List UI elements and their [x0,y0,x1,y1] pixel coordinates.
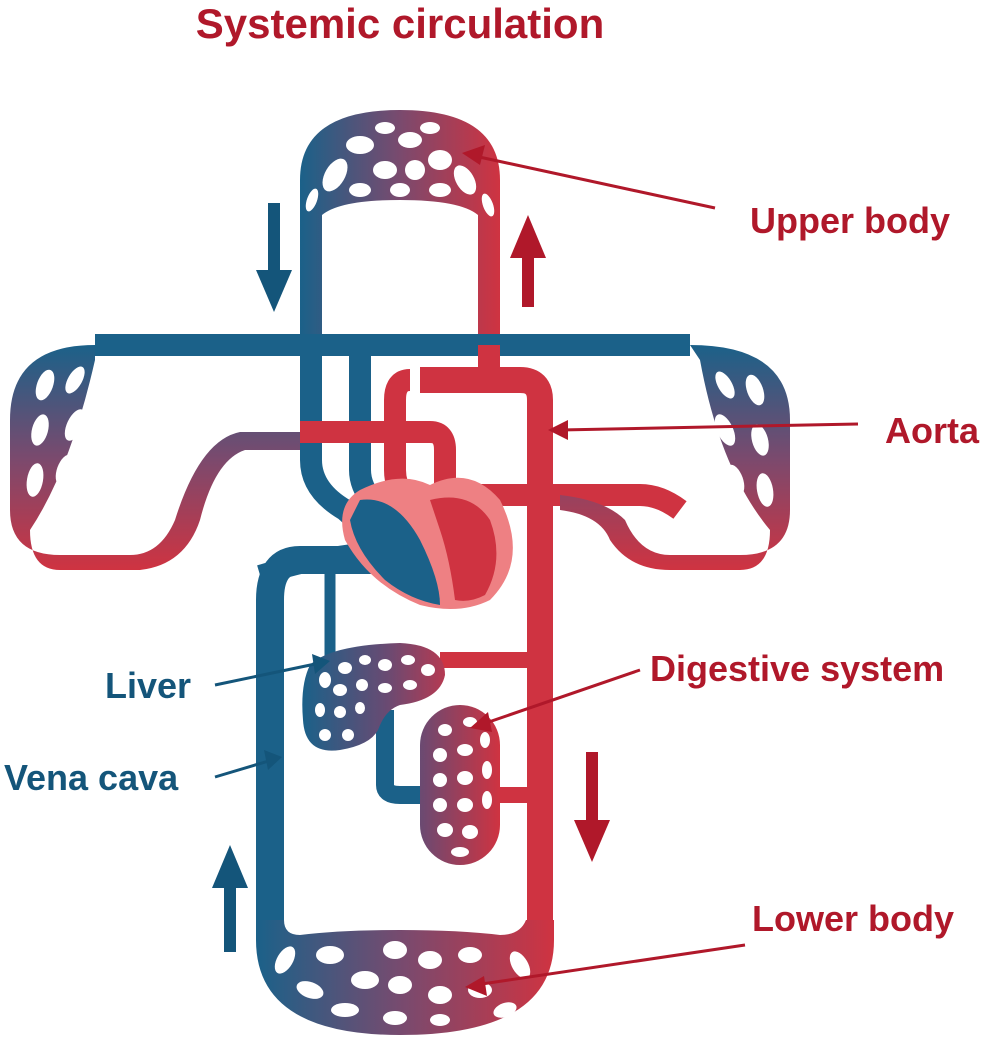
diagram-title: Systemic circulation [195,0,605,47]
leader-liver [214,661,321,687]
leader-lines [214,145,859,996]
label-upper-body: Upper body [750,200,951,241]
leader-upper-body [469,153,716,210]
leader-aorta [559,422,859,432]
leader-digestive [479,668,641,727]
label-liver: Liver [105,665,192,706]
heart [342,477,513,609]
leader-vena-cava-arrowhead [264,750,282,770]
label-digestive-system: Digestive system [650,648,945,689]
leader-lower-body [474,943,746,987]
label-vena-cava: Vena cava [4,757,179,798]
leader-upper-body-arrowhead [462,145,485,165]
flow-arrow-upper-left [256,203,292,312]
flow-arrow-lower-right [574,752,610,862]
flow-arrow-upper-right [510,215,546,307]
leader-lower-body-arrowhead [465,976,487,996]
leader-aorta-arrowhead [548,420,568,440]
vena-cava [256,546,400,930]
left-arm-capillaries [10,345,300,570]
right-arm-capillaries [560,345,790,570]
flow-arrow-lower-left [212,845,248,952]
lower-body-capillaries [256,920,554,1035]
label-aorta: Aorta [885,410,980,451]
label-lower-body: Lower body [752,898,955,939]
digestive-system [420,705,500,865]
upper-body-capillaries [300,110,500,350]
leader-digestive-arrowhead [470,712,492,732]
leader-liver-arrowhead [312,654,330,674]
liver [302,643,445,751]
leader-vena-cava [214,758,273,779]
